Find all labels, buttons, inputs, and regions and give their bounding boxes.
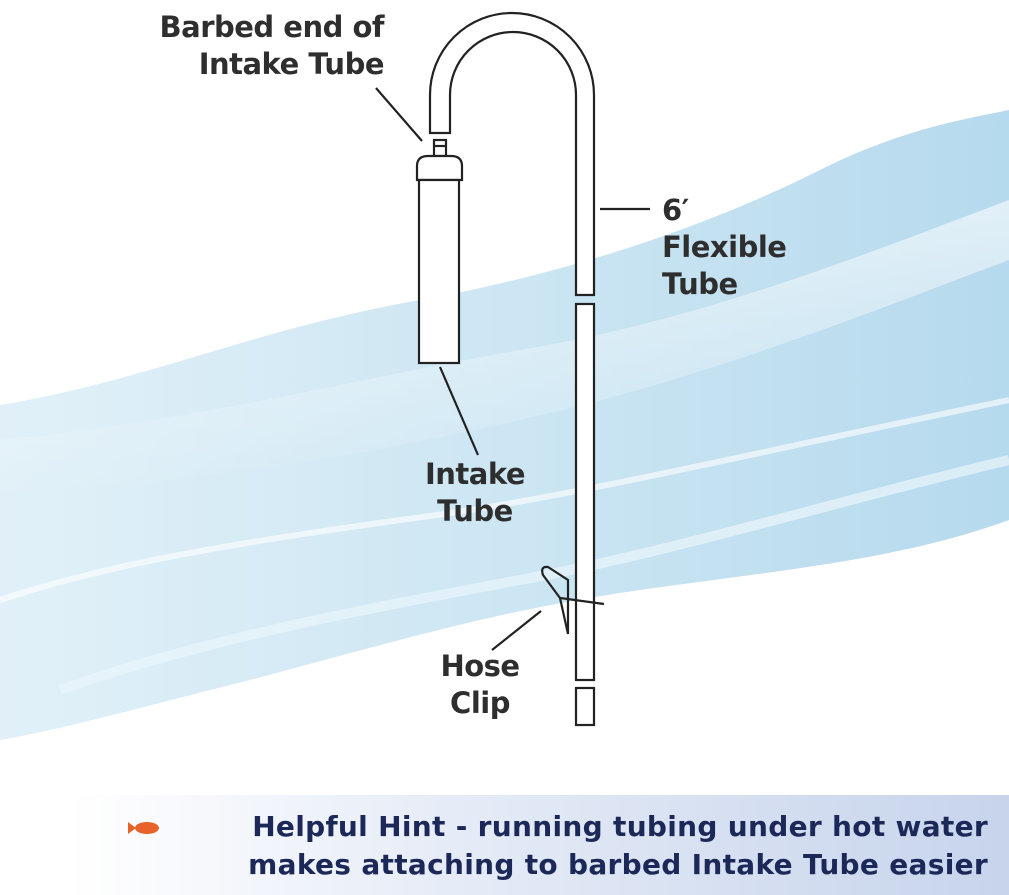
hose-clip <box>541 565 605 635</box>
label-line: Clip <box>450 686 510 720</box>
label-line: Tube <box>662 267 738 301</box>
label-line: Tube <box>437 494 513 528</box>
label-line: Barbed end of <box>159 10 385 44</box>
label-line: Hose <box>440 649 520 683</box>
hint-line: makes attaching to barbed Intake Tube ea… <box>248 848 988 881</box>
fish-icon <box>128 822 159 834</box>
hose-clip-label: Hose Clip <box>438 648 522 722</box>
hint-banner <box>68 795 1009 895</box>
intake-tube <box>415 138 464 365</box>
hint-line: Helpful Hint - running tubing under hot … <box>252 810 988 843</box>
hint-text: Helpful Hint - running tubing under hot … <box>188 808 988 884</box>
label-line: Flexible <box>662 230 787 264</box>
label-line: Intake <box>424 457 526 491</box>
label-line: Intake Tube <box>198 47 385 81</box>
label-line: 6′ <box>662 193 689 227</box>
flexible-tube <box>428 11 596 727</box>
intake-tube-label: Intake Tube <box>424 456 526 530</box>
water-background <box>0 110 1009 740</box>
leader-lines <box>375 87 650 651</box>
flexible-tube-label: 6′ Flexible Tube <box>662 192 787 303</box>
barbed-end-label: Barbed end of Intake Tube <box>130 9 385 83</box>
